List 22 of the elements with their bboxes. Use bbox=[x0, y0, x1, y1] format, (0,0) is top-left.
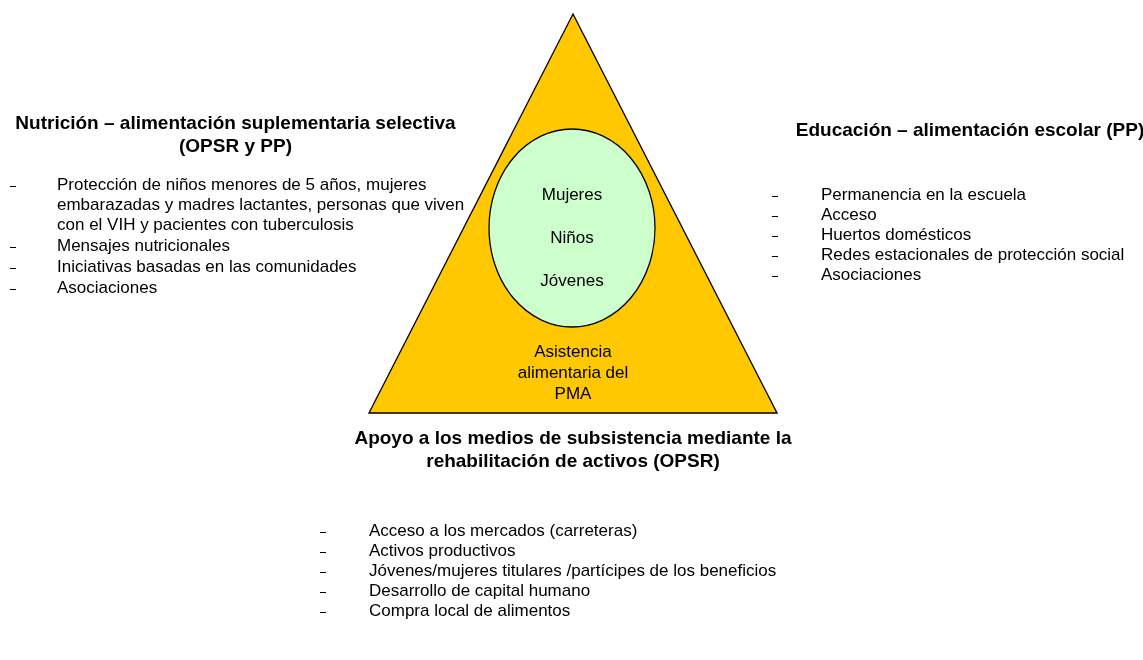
node-text: Niños bbox=[549, 227, 595, 248]
list-item: Iniciativas basadas en las comunidades bbox=[57, 257, 358, 277]
section-heading: Nutrición – alimentación suplementaria selectiva (OPSR y PP) bbox=[14, 111, 457, 157]
list-item: Mensajes nutricionales bbox=[57, 236, 231, 256]
list-item: Acceso bbox=[821, 205, 878, 225]
section-heading: Apoyo a los medios de subsistencia mediante la rehabilitación de activos (OPSR) bbox=[353, 426, 793, 472]
list-item: Desarrollo de capital humano bbox=[369, 581, 592, 601]
section-heading: Educación – alimentación escolar (PP) bbox=[794, 118, 1143, 141]
list-item: Activos productivos bbox=[369, 541, 517, 561]
list-item: Jóvenes/mujeres titulares /partícipes de los beneficios bbox=[369, 561, 778, 581]
list-item: Huertos domésticos bbox=[821, 225, 973, 245]
node-text: Mujeres bbox=[540, 184, 604, 205]
list-item: Acceso a los mercados (carreteras) bbox=[369, 521, 639, 541]
ellipse-shape bbox=[488, 128, 656, 328]
list-item: Compra local de alimentos bbox=[369, 601, 572, 621]
list-item: Asociaciones bbox=[821, 265, 923, 285]
list-item: Protección de niños menores de 5 años, mujeres embarazadas y madres lactantes, personas que viven con el VIH y pacientes con tuberculosis bbox=[57, 175, 466, 235]
list-item: Redes estacionales de protección social bbox=[821, 245, 1126, 265]
list-item: Permanencia en la escuela bbox=[821, 185, 1028, 205]
list-item: Asociaciones bbox=[57, 278, 159, 298]
node-text: Jóvenes bbox=[539, 270, 605, 291]
node-text: Asistencia alimentaria del PMA bbox=[516, 341, 630, 404]
